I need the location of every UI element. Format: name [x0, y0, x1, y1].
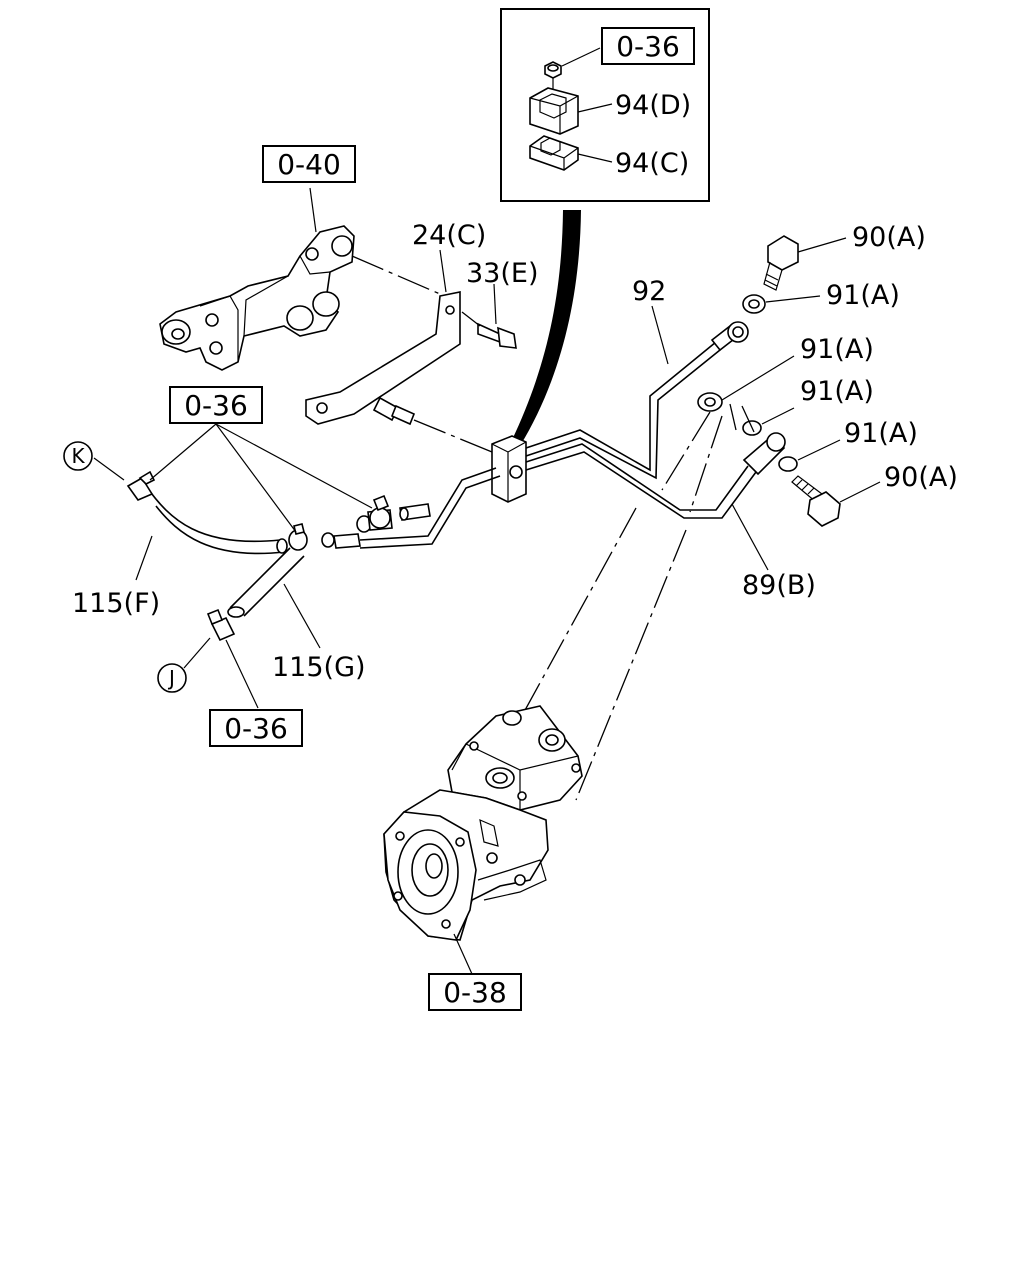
ref-box-bracket[interactable]	[262, 145, 356, 183]
washer-1	[742, 294, 766, 314]
label-24c: 24(C)	[412, 220, 486, 251]
inset-pointer	[512, 210, 581, 446]
ref-lower-text: 0-36	[224, 712, 288, 745]
ref-box-lower[interactable]	[209, 709, 303, 747]
ref-box-compressor[interactable]	[428, 973, 522, 1011]
ref-box-inset[interactable]	[601, 27, 695, 65]
ref-box-hose[interactable]	[169, 386, 263, 424]
ref-hose-text: 0-36	[184, 389, 248, 422]
clip-94c	[529, 135, 579, 171]
ref-inset-text: 0-36	[616, 30, 680, 63]
clamp-k	[126, 470, 156, 501]
ref-compressor-text: 0-38	[443, 976, 507, 1009]
callout-k: K	[71, 444, 85, 468]
label-91a-4: 91(A)	[844, 418, 918, 449]
label-115g: 115(G)	[272, 652, 366, 683]
eye-bolt-bottom	[791, 475, 841, 527]
plate-bracket-24c	[305, 291, 461, 425]
label-94d: 94(D)	[615, 90, 691, 121]
hose-115g	[227, 547, 305, 618]
eye-bolt-top	[763, 235, 799, 291]
callout-k-circle	[63, 441, 93, 471]
stud	[372, 396, 416, 426]
label-90a-bottom: 90(A)	[884, 462, 958, 493]
label-91a-2: 91(A)	[800, 334, 874, 365]
washer-4	[778, 456, 798, 472]
inset-nut	[544, 61, 562, 79]
clip-94d	[529, 87, 579, 135]
clamp-j	[206, 608, 236, 642]
label-94c: 94(C)	[615, 148, 689, 179]
air-compressor	[383, 705, 583, 941]
callout-j: J	[167, 666, 175, 690]
engine-bracket	[159, 225, 355, 371]
label-89b: 89(B)	[742, 570, 816, 601]
label-91a-3: 91(A)	[800, 376, 874, 407]
label-91a-1: 91(A)	[826, 280, 900, 311]
callout-j-circle	[157, 663, 187, 693]
ref-bracket-text: 0-40	[277, 148, 341, 181]
pipe-92	[359, 321, 749, 549]
label-92: 92	[632, 276, 666, 307]
label-33e: 33(E)	[466, 258, 538, 289]
washer-2	[697, 392, 723, 412]
pipe-clamp-block	[491, 435, 527, 503]
hose-connectors	[321, 494, 431, 549]
label-90a-top: 90(A)	[852, 222, 926, 253]
tee-clamp	[288, 523, 308, 551]
hose-115f	[145, 485, 288, 555]
bolt-33e	[477, 322, 517, 349]
inset-panel: 0-36 94(D) 94(C)	[500, 8, 710, 202]
label-115f: 115(F)	[72, 588, 160, 619]
pipe-89b	[525, 432, 786, 519]
